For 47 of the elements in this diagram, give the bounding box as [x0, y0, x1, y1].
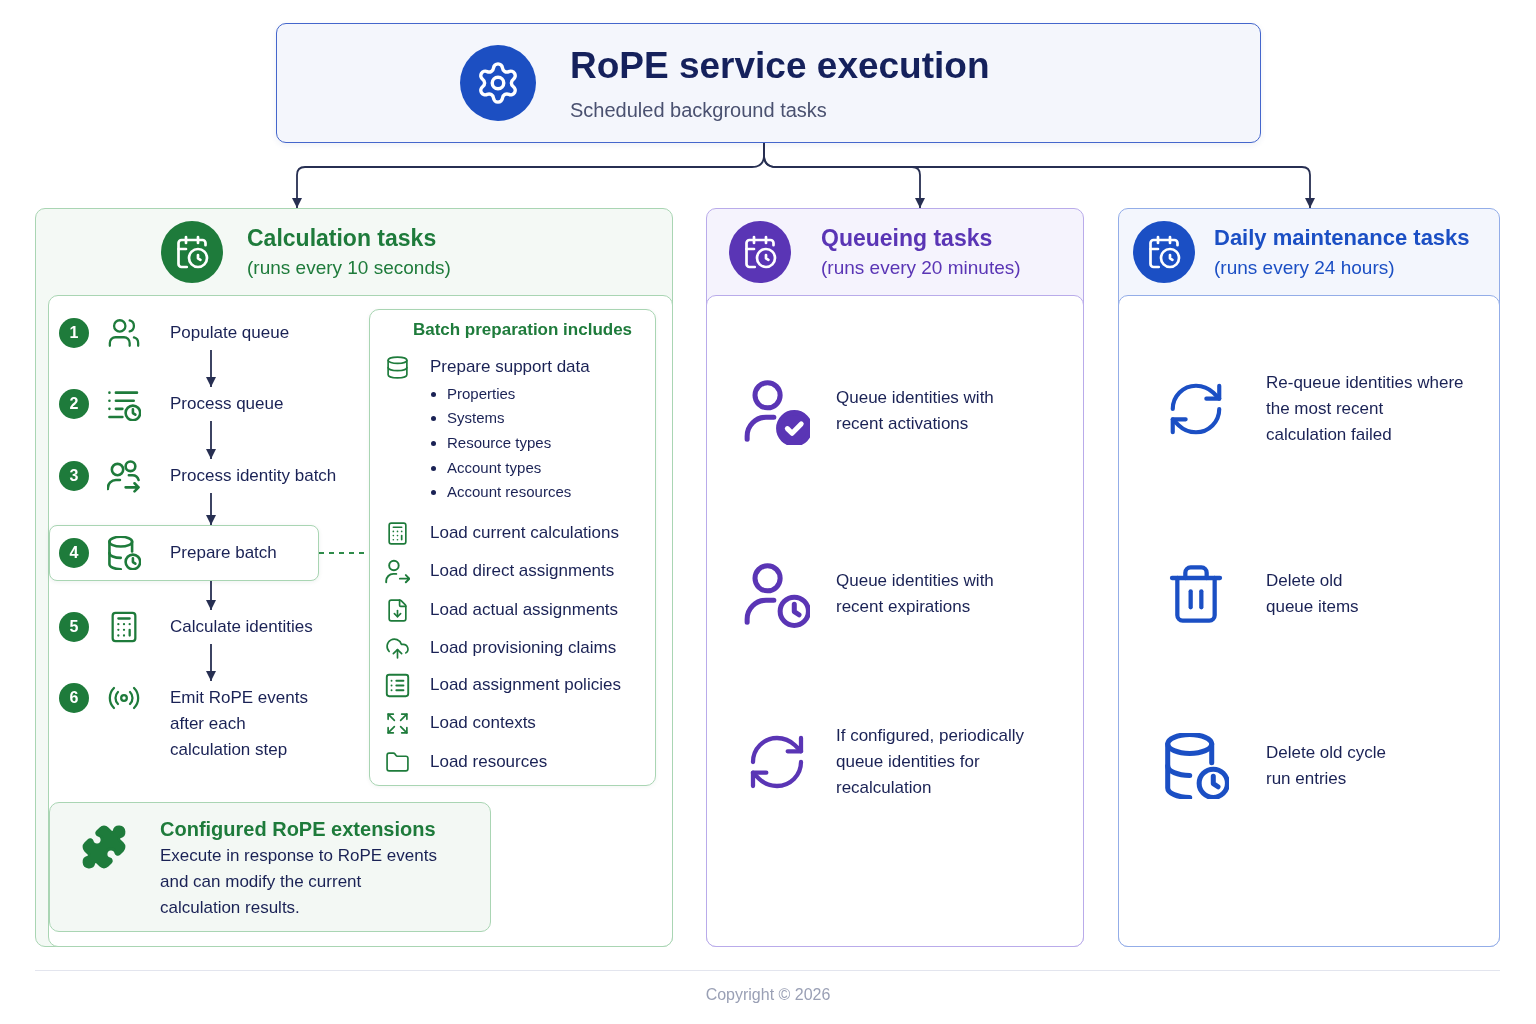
list-item-text: Load provisioning claims [430, 637, 617, 659]
panel-subtitle: (runs every 10 seconds) [247, 256, 451, 280]
list-item-text: Systems [447, 408, 505, 428]
step-text: Calculate identities [170, 616, 313, 638]
copyright-text: Copyright © 2026 [705, 985, 831, 1005]
list-item-text: Account types [447, 458, 542, 478]
step-text: Prepare batch [170, 542, 277, 564]
panel-title: Calculation tasks [247, 224, 438, 253]
panel-title: Daily maintenance tasks [1214, 224, 1470, 252]
step-text: Populate queue [170, 322, 290, 344]
list-item-text: Load resources [430, 751, 548, 773]
callout-box [49, 802, 491, 932]
arrow [206, 492, 216, 526]
step-text: Emit RoPE events after each calculation step [170, 687, 309, 761]
task-text: If configured, periodically queue identities for recalculation [836, 725, 1026, 799]
arrow [206, 349, 216, 388]
list-item-text: Properties [447, 384, 516, 404]
list-item-text: Load actual assignments [430, 599, 619, 621]
panel-subtitle: (runs every 20 minutes) [821, 256, 1021, 280]
list-card [369, 309, 656, 786]
step-text: Process queue [170, 393, 284, 415]
task-text: Re-queue identities where the most recent calculation failed [1266, 372, 1465, 446]
callout-text: Execute in response to RoPE events and can modify the current calculation results. [160, 845, 438, 919]
list-item-text: Load current calculations [430, 522, 619, 544]
list-item-text: Load assignment policies [430, 674, 621, 696]
list-item-text: Load direct assignments [430, 560, 615, 582]
title-text: RoPE service execution [570, 44, 990, 88]
panel-title: Queueing tasks [821, 224, 994, 253]
list-item-text: Resource types [447, 433, 552, 453]
list-item-text: Account resources [447, 482, 572, 502]
title-banner [276, 23, 1261, 143]
list-item-text: Prepare support data [430, 356, 590, 378]
task-text: Queue identities with recent expirations [836, 570, 995, 618]
step-text: Process identity batch [170, 465, 337, 487]
list-item-text: Load contexts [430, 712, 536, 734]
card-heading: Batch preparation includes [411, 319, 634, 341]
task-text: Delete old cycle run entries [1266, 742, 1387, 790]
arrow [206, 580, 216, 611]
arrow [206, 420, 216, 460]
subtitle-text: Scheduled background tasks [570, 98, 828, 122]
panel-subtitle: (runs every 24 hours) [1214, 256, 1396, 280]
step-number: 4 [59, 538, 89, 568]
task-text: Delete old queue items [1266, 570, 1360, 618]
step-box [49, 525, 319, 581]
task-text: Queue identities with recent activations [836, 387, 995, 435]
callout-title: Configured RoPE extensions [160, 817, 437, 842]
arrow [206, 643, 216, 682]
